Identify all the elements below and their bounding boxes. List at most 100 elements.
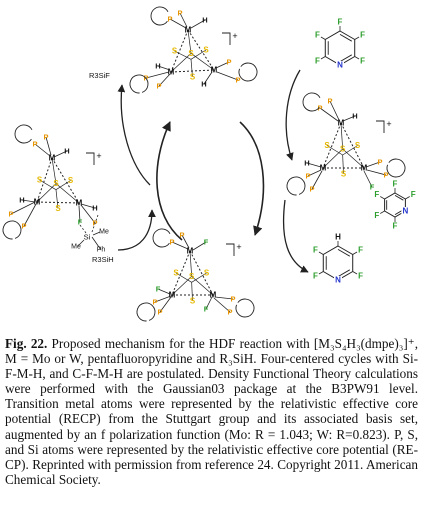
silicon-atom: Si bbox=[84, 233, 91, 242]
right-cluster-mm-bond bbox=[340, 122, 365, 169]
hydrogen-atom: H bbox=[352, 112, 357, 121]
bottom-cluster-bracket-charge: + bbox=[236, 242, 241, 252]
sulfur-atom: S bbox=[55, 204, 61, 213]
phosphorus-atom: P bbox=[226, 58, 231, 67]
fluorine-atom: F bbox=[393, 180, 398, 189]
fluorine-atom: F bbox=[374, 190, 379, 199]
branch-arrow-product bbox=[282, 199, 309, 273]
branch-arrow-r3sih bbox=[117, 209, 156, 251]
fluorine-atom: F bbox=[313, 246, 318, 255]
metal-atom: M bbox=[187, 247, 194, 256]
fluorine-atom: F bbox=[156, 285, 161, 294]
phenyl-group: Ph bbox=[97, 247, 106, 254]
bound-pyridine-sub-bond bbox=[405, 196, 410, 200]
left-cluster-mp-bond bbox=[34, 143, 51, 157]
si-ph-bond bbox=[91, 236, 102, 251]
top-cluster-bracket bbox=[222, 32, 231, 45]
left-cluster-bracket bbox=[86, 152, 95, 165]
top-cluster-cap-bond bbox=[170, 53, 192, 73]
caption-label: Fig. 22. bbox=[5, 336, 48, 351]
left-cluster-mx-bond bbox=[80, 203, 96, 209]
dmpe-loop bbox=[235, 298, 255, 318]
metal-atom: M bbox=[169, 291, 176, 300]
sulfur-atom: S bbox=[204, 269, 210, 278]
phosphorus-atom: P bbox=[8, 210, 13, 219]
pentafluoropyridine-sub-bond bbox=[320, 56, 326, 60]
top-cluster-s-bond bbox=[174, 50, 192, 60]
phosphorus-atom: P bbox=[157, 308, 162, 317]
phosphorus-atom: P bbox=[177, 9, 182, 18]
methyl-group: Me bbox=[71, 244, 81, 251]
right-cluster-mx-bond bbox=[342, 115, 356, 122]
right-cluster-mx-bond bbox=[306, 162, 322, 168]
dmpe-loop bbox=[14, 124, 33, 144]
left-cluster-s-bond bbox=[55, 180, 71, 190]
nitrogen-bg bbox=[334, 276, 342, 284]
left-cluster-mx-bond bbox=[53, 150, 68, 158]
mechanism-figure: SSSSMMMPPPPPPHHH+SSSSMMMPPPPPHHFH+SiMeMe… bbox=[2, 6, 416, 322]
phosphorus-atom: P bbox=[230, 295, 235, 304]
bottom-cluster-mx-bond bbox=[192, 241, 207, 251]
dmpe-loop bbox=[2, 220, 22, 240]
dmpe-loop bbox=[386, 158, 406, 178]
si-me-bond bbox=[77, 239, 85, 247]
phosphorus-atom: P bbox=[383, 171, 388, 180]
fluorine-atom: F bbox=[358, 272, 363, 281]
fluorine-atom: F bbox=[338, 18, 343, 27]
left-cluster-mm-bond bbox=[36, 201, 80, 204]
bottom-cluster-mm-bond bbox=[189, 250, 214, 296]
top-cluster-mp-bond bbox=[215, 61, 230, 69]
top-cluster-s-bond bbox=[190, 49, 207, 60]
bottom-cluster-mp-bond bbox=[213, 297, 231, 313]
right-cluster-mx-bond bbox=[363, 170, 373, 188]
sulfur-atom: S bbox=[68, 176, 74, 185]
phosphorus-atom: P bbox=[327, 97, 332, 106]
phosphorus-atom: P bbox=[309, 185, 314, 194]
phosphorus-atom: P bbox=[305, 172, 310, 181]
hydrogen-atom: H bbox=[304, 159, 309, 168]
right-cluster-bracket bbox=[376, 120, 385, 133]
phosphorus-atom: P bbox=[43, 133, 48, 142]
top-cluster-mp-bond bbox=[169, 18, 187, 29]
phosphorus-atom: P bbox=[152, 298, 157, 307]
top-cluster-mp-bond bbox=[216, 71, 239, 81]
fluorine-atom: F bbox=[370, 183, 375, 192]
metal-atom: M bbox=[168, 68, 175, 77]
pentafluoropyridine-double-bond bbox=[339, 34, 353, 42]
fluorine-atom: F bbox=[374, 211, 379, 220]
metal-atom: M bbox=[210, 291, 217, 300]
bottom-cluster-cap-bond bbox=[191, 276, 214, 296]
caption-text: Proposed mechanism for the HDF reaction … bbox=[5, 336, 418, 487]
top-cluster-mx-bond bbox=[190, 19, 206, 29]
right-cluster-cap-bond bbox=[340, 122, 344, 150]
metal-atom: M bbox=[338, 119, 345, 128]
si-h-bond bbox=[91, 214, 99, 233]
right-cluster-mm-bond bbox=[322, 122, 342, 169]
top-cluster-mp-bond bbox=[145, 71, 170, 79]
right-cluster-mp-bond bbox=[319, 107, 339, 122]
bottom-cluster-mp-bond bbox=[214, 296, 234, 300]
right-cluster-mp-bond bbox=[365, 161, 381, 168]
si-f-bond bbox=[79, 224, 87, 234]
sulfur-atom: S bbox=[173, 269, 179, 278]
bottom-cluster-mp-bond bbox=[159, 296, 172, 313]
hydrogen-atom: H bbox=[19, 196, 24, 205]
metal-atom: M bbox=[361, 164, 368, 173]
sulfur-atom: S bbox=[172, 47, 178, 56]
bottom-cluster-s-bond bbox=[191, 282, 193, 302]
hydrogen-atom: H bbox=[155, 62, 160, 71]
tetrafluoropyridine-double-bond bbox=[337, 249, 351, 257]
cycle-arrow-bottom-left bbox=[156, 121, 183, 241]
bottom-cluster-s-bond bbox=[175, 272, 192, 283]
top-cluster-s-bond bbox=[190, 59, 193, 78]
right-cluster-cap-bond bbox=[322, 148, 343, 169]
sulfur-atom: S bbox=[355, 141, 361, 150]
bound-pyridine-sub-bond bbox=[380, 210, 385, 214]
nitrogen-atom: N bbox=[403, 207, 409, 216]
left-cluster-mx-bond bbox=[78, 205, 81, 223]
dmpe-loop bbox=[238, 62, 258, 82]
left-cluster-cap-bond bbox=[51, 157, 57, 184]
left-cluster-s-bond bbox=[39, 179, 57, 190]
fluorine-atom: F bbox=[204, 305, 209, 314]
bottom-cluster-mp-bond bbox=[154, 295, 172, 303]
